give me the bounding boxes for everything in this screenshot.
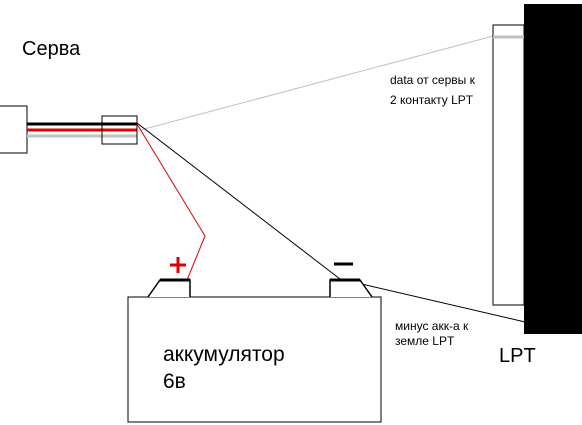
data-note-line2: 2 контакту LPT bbox=[390, 93, 474, 107]
signal-wire bbox=[136, 34, 498, 132]
ground-note-line2: земле LPT bbox=[395, 334, 455, 348]
servo-body bbox=[0, 105, 28, 154]
servo-label: Серва bbox=[22, 38, 81, 60]
servo-cable bbox=[27, 122, 137, 138]
lpt-connector-face bbox=[492, 24, 525, 306]
plus-sign-icon bbox=[170, 257, 186, 273]
servo-ground-wire bbox=[136, 122, 341, 280]
lpt-label: LPT bbox=[499, 345, 536, 367]
battery-plus-terminal bbox=[147, 279, 191, 298]
battery-body bbox=[127, 296, 382, 423]
data-note-line1: data от сервы к bbox=[390, 73, 476, 87]
servo-connector bbox=[101, 115, 138, 145]
battery-label-line2: 6в bbox=[163, 370, 186, 393]
lpt-ground-wire bbox=[339, 278, 526, 323]
ground-note-line1: минус акк-а к bbox=[395, 319, 469, 333]
battery-label-line1: аккумулятор bbox=[163, 343, 285, 366]
battery-minus-terminal bbox=[329, 279, 373, 298]
lpt-connector-body bbox=[524, 4, 582, 334]
plus-wire bbox=[136, 123, 206, 281]
